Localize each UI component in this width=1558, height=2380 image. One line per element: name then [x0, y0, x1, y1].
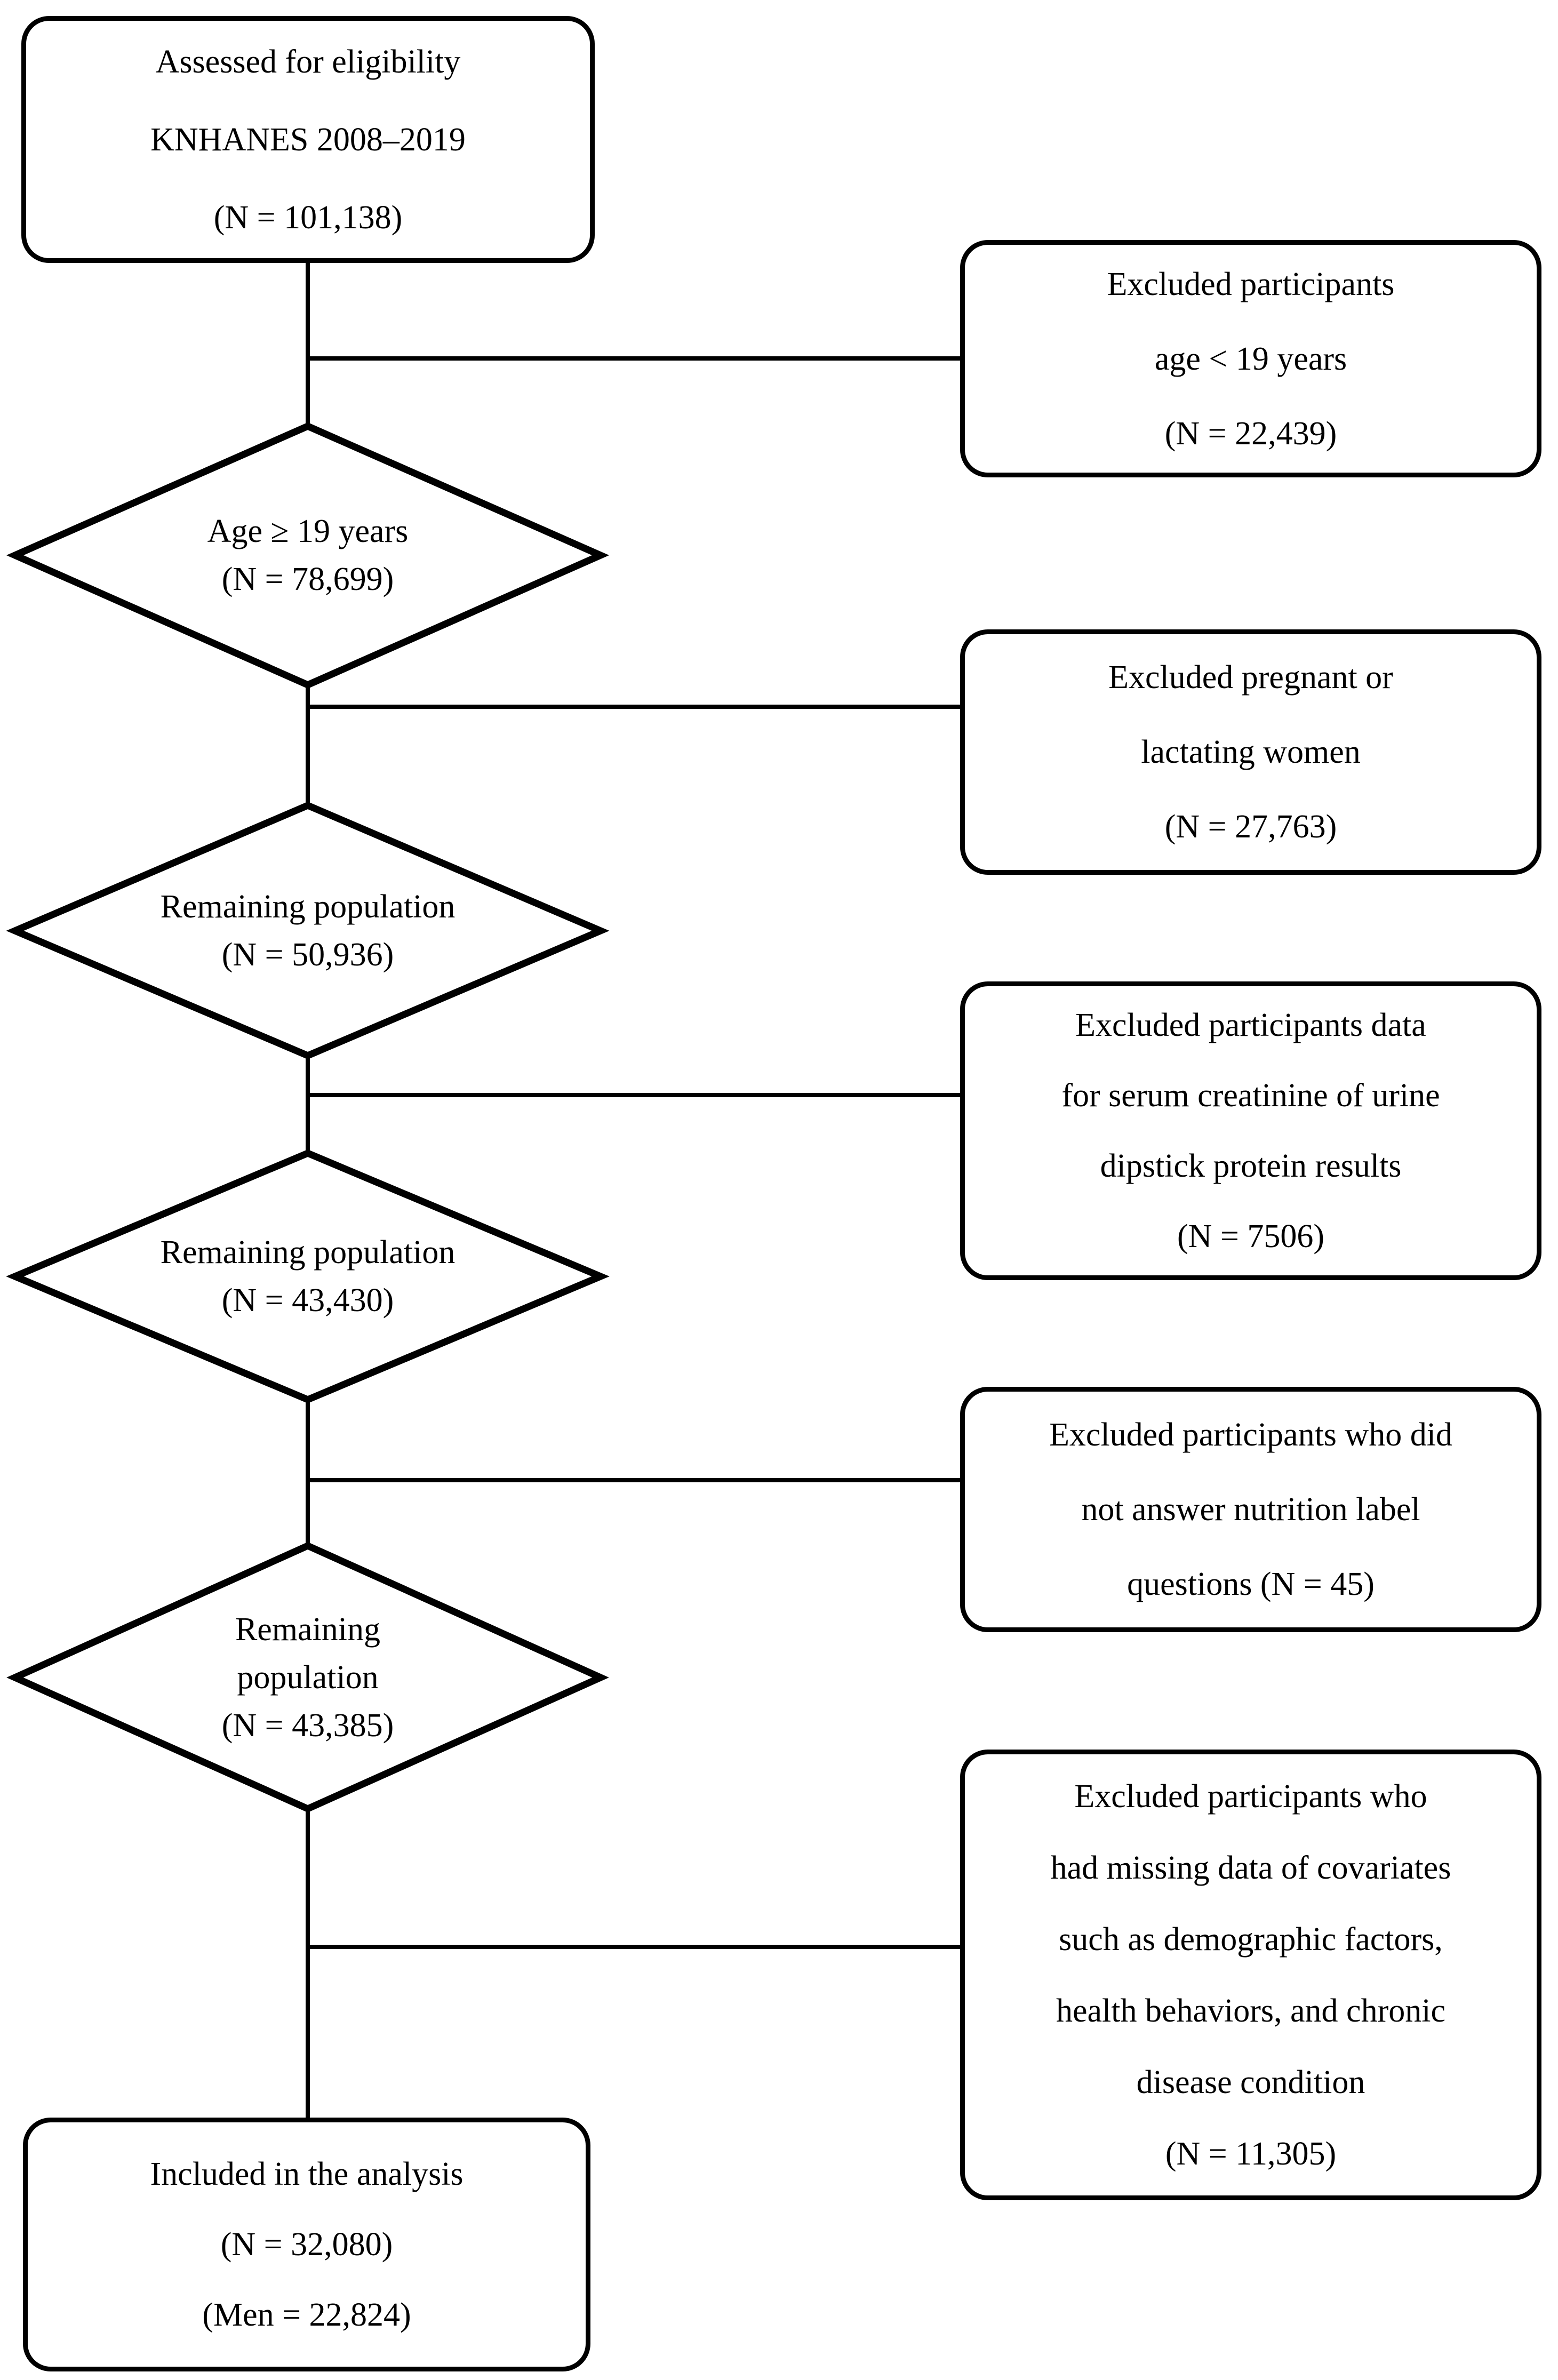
assessed-line-1: Assessed for eligibility: [155, 43, 461, 80]
remaining-2-line-1: Remaining population: [160, 1234, 456, 1271]
excluded-covariates-line-1: Excluded participants who: [1074, 1778, 1427, 1815]
diamond-remaining-3: [6, 1542, 609, 1813]
excluded-creatinine-line-3: dipstick protein results: [1100, 1148, 1402, 1184]
excluded-creatinine-line-2: for serum creatinine of urine: [1061, 1077, 1440, 1114]
excluded-covariates-line-6: (N = 11,305): [1165, 2135, 1337, 2172]
remaining-1-diamond-label: Remaining population (N = 50,936): [68, 883, 548, 979]
included-line-3: (Men = 22,824): [202, 2297, 411, 2333]
included-line-2: (N = 32,080): [220, 2226, 393, 2263]
excluded-covariates-line-5: disease condition: [1136, 2064, 1365, 2101]
excluded-age-box: Excluded participants age < 19 years (N …: [960, 240, 1541, 477]
remaining-3-line-2: population: [237, 1659, 379, 1696]
included-line-1: Included in the analysis: [150, 2156, 464, 2192]
excluded-nutrition-line-2: not answer nutrition label: [1081, 1491, 1420, 1528]
age-ge-19-diamond-label: Age ≥ 19 years (N = 78,699): [68, 507, 548, 603]
excluded-covariates-line-4: health behaviors, and chronic: [1056, 1992, 1445, 2029]
excluded-covariates-box: Excluded participants who had missing da…: [960, 1750, 1541, 2200]
excluded-age-line-3: (N = 22,439): [1164, 415, 1337, 452]
age-ge-19-line-2: (N = 78,699): [221, 561, 394, 597]
excluded-nutrition-line-1: Excluded participants who did: [1049, 1417, 1452, 1453]
excluded-age-line-2: age < 19 years: [1154, 340, 1347, 377]
excluded-covariates-line-3: such as demographic factors,: [1059, 1921, 1443, 1958]
remaining-3-line-3: (N = 43,385): [221, 1707, 394, 1744]
excluded-pregnant-line-2: lactating women: [1141, 734, 1361, 770]
diamond-age-ge-19: [6, 422, 610, 689]
included-in-analysis-box: Included in the analysis (N = 32,080) (M…: [23, 2118, 590, 2371]
excluded-nutrition-box: Excluded participants who did not answer…: [960, 1387, 1541, 1632]
remaining-1-line-1: Remaining population: [160, 889, 456, 925]
remaining-2-diamond-label: Remaining population (N = 43,430): [68, 1228, 548, 1324]
remaining-1-line-2: (N = 50,936): [221, 937, 394, 973]
remaining-3-line-1: Remaining: [235, 1611, 381, 1648]
excluded-pregnant-line-1: Excluded pregnant or: [1108, 659, 1393, 696]
excluded-covariates-line-2: had missing data of covariates: [1050, 1849, 1451, 1886]
diamond-remaining-2: [6, 1149, 610, 1404]
excluded-pregnant-box: Excluded pregnant or lactating women (N …: [960, 629, 1541, 875]
assessed-for-eligibility-box: Assessed for eligibility KNHANES 2008–20…: [21, 16, 595, 263]
excluded-creatinine-line-1: Excluded participants data: [1075, 1007, 1426, 1043]
excluded-age-line-1: Excluded participants: [1107, 266, 1395, 302]
assessed-line-2: KNHANES 2008–2019: [150, 121, 466, 158]
remaining-3-diamond-label: Remaining population (N = 43,385): [68, 1606, 548, 1750]
assessed-line-3: (N = 101,138): [213, 199, 403, 236]
remaining-2-line-2: (N = 43,430): [221, 1282, 394, 1319]
diamond-remaining-1: [6, 801, 610, 1060]
excluded-nutrition-line-3: questions (N = 45): [1127, 1566, 1375, 1602]
age-ge-19-line-1: Age ≥ 19 years: [207, 513, 409, 549]
excluded-creatinine-line-4: (N = 7506): [1177, 1218, 1325, 1255]
excluded-creatinine-box: Excluded participants data for serum cre…: [960, 981, 1541, 1280]
excluded-pregnant-line-3: (N = 27,763): [1164, 809, 1337, 845]
